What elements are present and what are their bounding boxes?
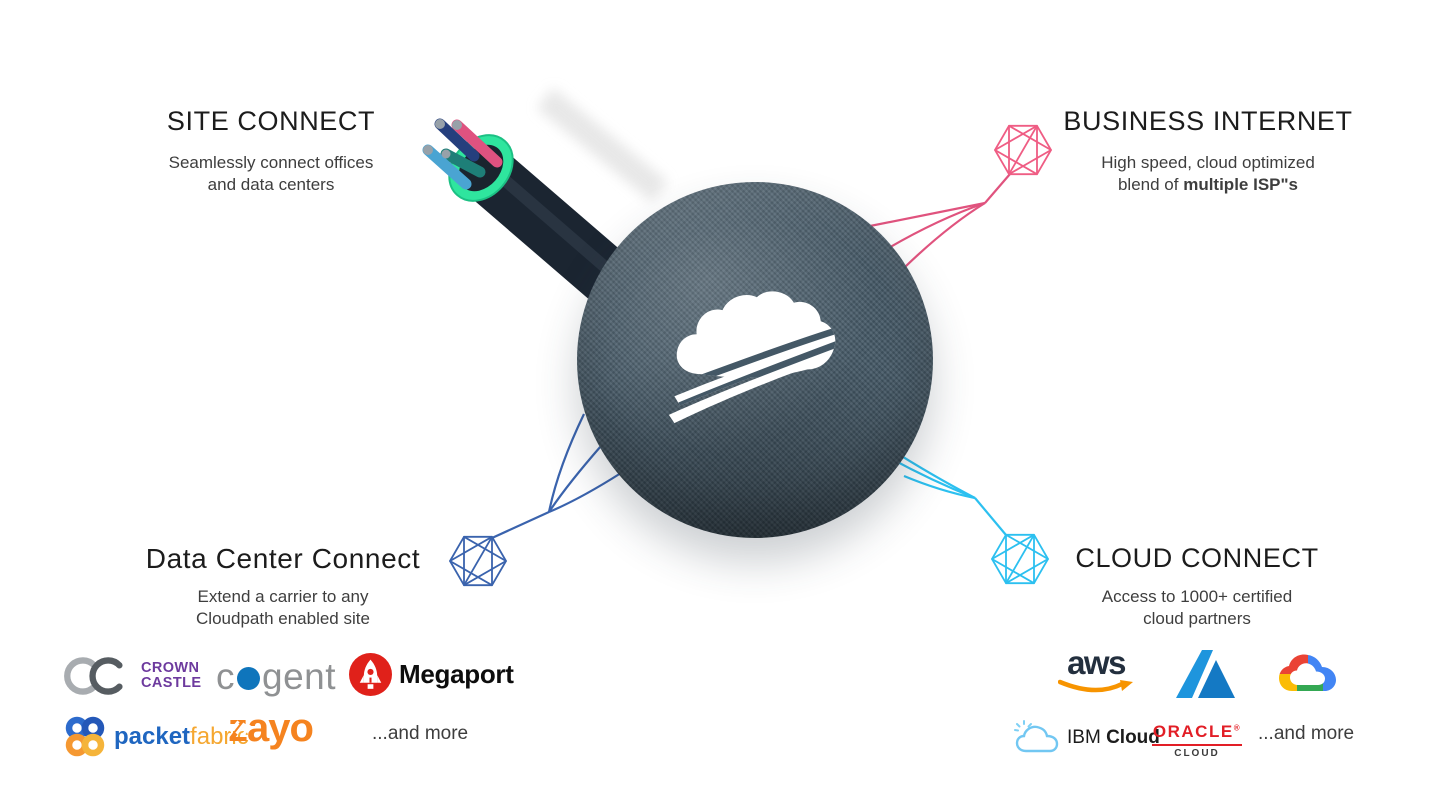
megaport-rocket-icon (349, 653, 392, 696)
oracle-title-text: ORACLE (1152, 722, 1234, 741)
megaport-wordmark: Megaport (399, 659, 514, 689)
cogent-logo: c gent (216, 652, 336, 702)
and-more-right: ...and more (1258, 723, 1355, 744)
ibm-wordmark: IBM (1067, 727, 1101, 748)
cloud-connect-title: CLOUD CONNECT (1075, 543, 1319, 573)
business-internet-desc: High speed, cloud optimized blend of mul… (1040, 152, 1376, 197)
packetfabric-wordmark-bold: packet (114, 723, 191, 750)
site-connect-title: SITE CONNECT (166, 106, 376, 136)
site-connect-desc-line1: Seamlessly connect offices (168, 153, 374, 172)
ibm-cloud-icon (1014, 720, 1059, 753)
crown-castle-wordmark: CROWN CASTLE (141, 659, 202, 691)
ibm-cloud-wordmark: Cloud (1106, 727, 1160, 748)
crown-castle-logo: CROWN CASTLE (62, 650, 201, 702)
business-internet-title: BUSINESS INTERNET (1063, 106, 1353, 136)
cogent-text-c: c (216, 656, 235, 697)
business-internet-desc-bold: multiple ISP"s (1183, 175, 1299, 195)
aws-wordmark: aws (1067, 644, 1126, 681)
and-more-left: ...and more (372, 723, 469, 744)
hexagon-node-icon-blue (449, 535, 507, 587)
google-cloud-icon (1279, 654, 1336, 691)
cloud-connect-desc-line2: cloud partners (1143, 609, 1251, 629)
cloud-connect-desc-line1: Access to 1000+ certified (1101, 587, 1293, 606)
cable-shadow (536, 87, 669, 203)
oracle-cloud-subtext: CLOUD (1174, 748, 1220, 759)
business-internet-desc-line2: blend of multiple ISP"s (1040, 174, 1376, 196)
oracle-cloud-logo: ORACLE® CLOUD (1149, 722, 1245, 759)
cloud-connect-desc: Access to 1000+ certified cloud partners (1026, 586, 1368, 631)
central-sphere (577, 182, 933, 538)
cogent-text-gent: gent (262, 656, 337, 697)
cloudpath-logo-icon (668, 291, 836, 424)
crown-castle-line2: CASTLE (141, 675, 202, 691)
oracle-registered-mark: ® (1233, 723, 1242, 733)
crown-castle-line1: CROWN (141, 659, 200, 676)
crown-castle-icon (64, 657, 123, 695)
aws-smile-icon (1058, 679, 1133, 693)
business-internet-desc-line1: High speed, cloud optimized (1101, 153, 1315, 172)
aws-logo: aws (1058, 644, 1134, 696)
megaport-logo: Megaport (349, 653, 514, 696)
packetfabric-knot-icon (65, 716, 105, 757)
data-center-connect-desc: Extend a carrier to any Cloudpath enable… (112, 586, 454, 631)
data-center-connect-desc-line1: Extend a carrier to any (197, 587, 369, 606)
ibm-cloud-logo: IBM Cloud (1014, 719, 1160, 757)
business-internet-desc-normal: blend of (1117, 175, 1184, 195)
zayo-logo: zayo (228, 708, 1430, 748)
site-connect-desc-line2: and data centers (207, 175, 335, 195)
cogent-dot-icon (237, 666, 260, 690)
data-center-connect-title: Data Center Connect (145, 543, 421, 574)
azure-triangle-icon (1176, 650, 1235, 698)
data-center-connect-desc-line2: Cloudpath enabled site (196, 609, 370, 629)
packetfabric-logo: packetfabric (62, 714, 249, 760)
oracle-wordmark: ORACLE® (1151, 722, 1243, 746)
site-connect-desc: Seamlessly connect offices and data cent… (100, 152, 442, 197)
